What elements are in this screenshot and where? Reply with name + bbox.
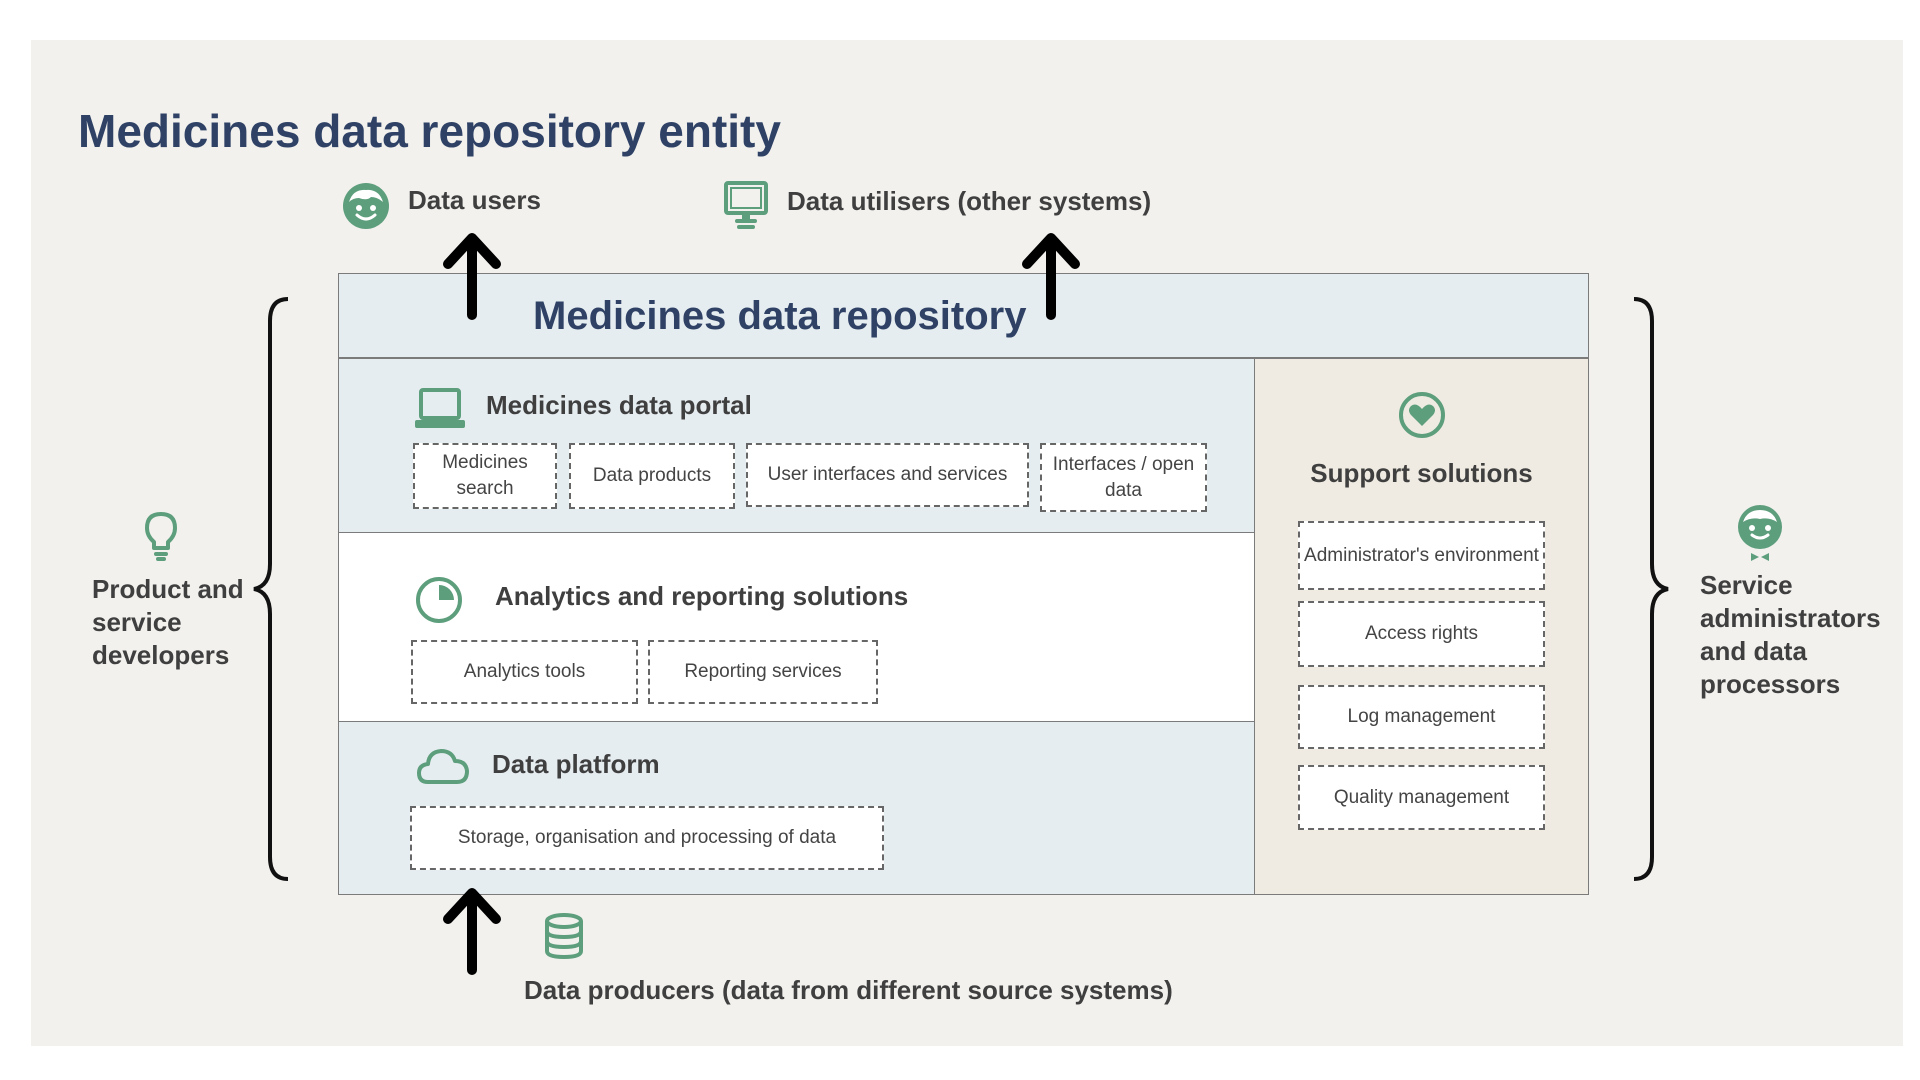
data-products-box: Data products [569,443,735,509]
analytics-title: Analytics and reporting solutions [495,581,909,611]
right-brace [1626,296,1676,887]
left-brace [248,296,298,887]
access-rights-box: Access rights [1298,601,1545,667]
repository-header [338,273,1589,358]
lightbulb-icon [141,510,181,562]
cloud-icon [416,746,470,786]
database-icon [543,913,585,959]
person-bowtie-icon [1733,503,1787,563]
heart-icon [1397,390,1447,440]
analytics-tools-box: Analytics tools [411,640,638,704]
user-interfaces-box: User interfaces and services [746,443,1029,507]
data-utilisers-label: Data utilisers (other systems) [787,186,1152,216]
product-developers-label: Product and service developers [92,574,244,670]
monitor-icon [723,181,769,231]
interfaces-open-data-box: Interfaces / open data [1040,443,1207,512]
up-arrow-icon [440,230,504,325]
quality-management-box: Quality management [1298,765,1545,830]
page-title: Medicines data repository entity [78,105,781,157]
admin-environment-box: Administrator's environment [1298,521,1545,590]
laptop-icon [414,387,466,431]
service-admins-label: Service administrators and data processo… [1700,570,1881,699]
data-users-label: Data users [408,185,541,215]
up-arrow-icon [440,885,504,980]
data-producers-label: Data producers (data from different sour… [524,975,1173,1005]
smiley-face-icon [341,181,391,231]
medicines-search-box: Medicines search [413,443,557,509]
platform-title: Data platform [492,749,660,779]
pie-chart-icon [414,575,464,625]
repository-title: Medicines data repository [533,294,1027,338]
portal-title: Medicines data portal [486,390,752,420]
reporting-services-box: Reporting services [648,640,878,704]
storage-box: Storage, organisation and processing of … [410,806,884,870]
support-title: Support solutions [1310,458,1533,488]
up-arrow-icon [1019,230,1083,325]
log-management-box: Log management [1298,685,1545,749]
